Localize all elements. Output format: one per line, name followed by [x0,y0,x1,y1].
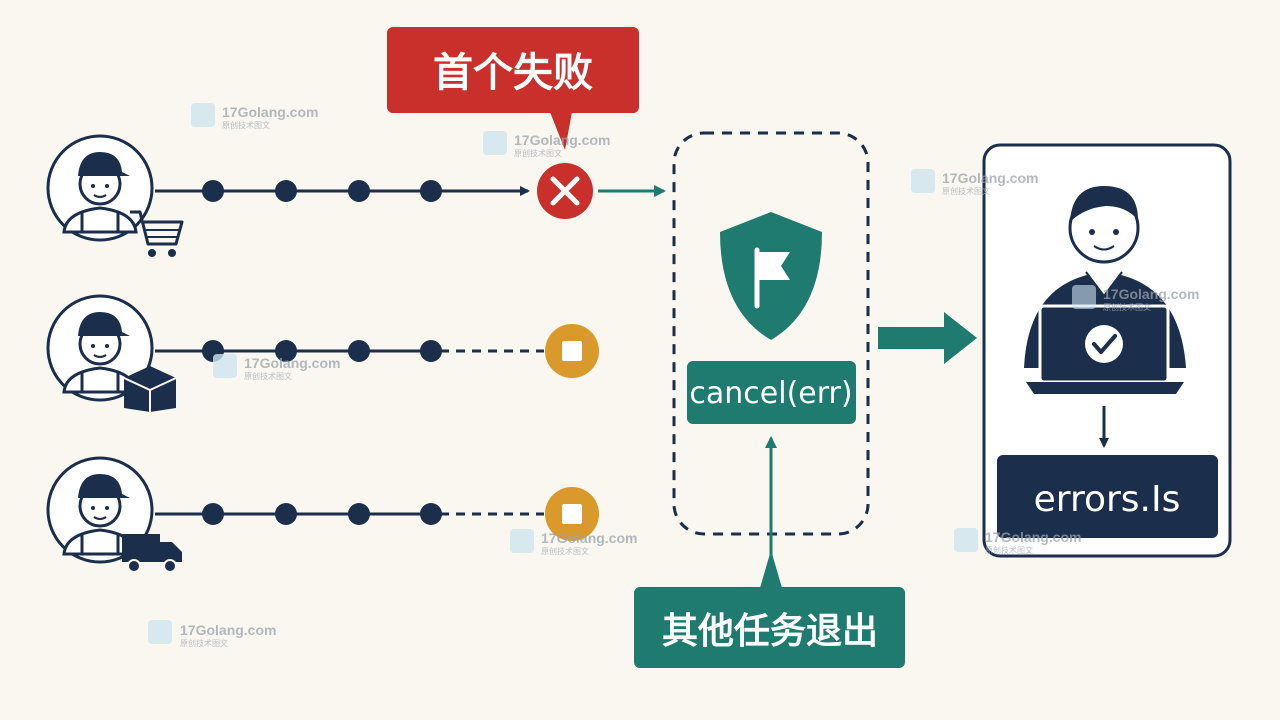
watermark: 17Golang.com 原创技术图文 [483,131,610,158]
worker-3-step [420,503,442,525]
errors-is-label: errors.Is [1034,479,1181,520]
watermark-sub: 原创技术图文 [514,148,562,158]
watermark-site: 17Golang.com [222,104,318,120]
watermark: 17Golang.com 原创技术图文 [510,529,637,556]
worker-3 [46,456,599,573]
watermark-logo-icon [213,354,237,378]
watermark-sub: 原创技术图文 [541,546,589,556]
watermark: 17Golang.com 原创技术图文 [191,103,318,130]
watermark-logo-icon [191,103,215,127]
watermark-logo-icon [1072,285,1096,309]
watermark-site: 17Golang.com [514,132,610,148]
watermark-site: 17Golang.com [180,622,276,638]
worker-2-step [348,340,370,362]
watermark-sub: 原创技术图文 [985,545,1033,555]
worker-2 [46,294,599,412]
worker-3-step [348,503,370,525]
errors-is-box: errors.Is [997,455,1218,538]
context-box: cancel(err) [672,131,870,536]
watermark-sub: 原创技术图文 [244,371,292,381]
others-exit-callout: 其他任务退出 [634,436,905,668]
delivery-truck-icon [122,534,182,573]
worker-1-step [420,180,442,202]
worker-1-step [202,180,224,202]
watermark-site: 17Golang.com [942,170,1038,186]
watermark-logo-icon [510,529,534,553]
cancel-label: cancel(err) [689,376,852,411]
context-to-handler-arrow [878,312,977,364]
watermark-site: 17Golang.com [985,529,1081,545]
worker-2-step [420,340,442,362]
others-exit-label: 其他任务退出 [662,611,878,652]
watermark: 17Golang.com 原创技术图文 [213,354,340,381]
shield-flag-icon [720,212,822,340]
worker-1-step [348,180,370,202]
worker-3-track [155,503,544,525]
worker-2-avatar-icon [46,294,154,402]
worker-1-avatar-icon [46,134,154,242]
watermark-logo-icon [911,169,935,193]
package-box-icon [123,366,177,412]
watermark-site: 17Golang.com [244,355,340,371]
handler-box: errors.Is [982,143,1232,558]
first-failure-label: 首个失败 [433,50,593,96]
watermark: 17Golang.com 原创技术图文 [954,528,1081,555]
worker-1-track [155,180,530,202]
person-laptop-check-icon [1024,186,1186,394]
watermark-logo-icon [483,131,507,155]
watermark-site: 17Golang.com [541,530,637,546]
stop-circle-icon [545,324,599,378]
first-failure-callout: 首个失败 [387,27,639,150]
worker-3-step [275,503,297,525]
stop-circle-icon [545,487,599,541]
watermark-site: 17Golang.com [1103,286,1199,302]
watermark: 17Golang.com 原创技术图文 [148,620,276,648]
worker-2-track [155,340,544,362]
watermark: 17Golang.com 原创技术图文 [911,169,1038,196]
worker-1-step [275,180,297,202]
watermark-logo-icon [148,620,172,644]
watermark-sub: 原创技术图文 [942,186,990,196]
close-circle-icon [537,163,593,219]
watermark-sub: 原创技术图文 [1103,302,1151,312]
watermark-logo-icon [954,528,978,552]
worker-1 [46,134,593,257]
shopping-cart-icon [130,210,184,257]
watermark-sub: 原创技术图文 [180,638,228,648]
worker-2-step [275,340,297,362]
watermark: 17Golang.com 原创技术图文 [1072,285,1199,312]
cancel-button: cancel(err) [687,361,856,424]
worker-3-step [202,503,224,525]
watermark-sub: 原创技术图文 [222,120,270,130]
